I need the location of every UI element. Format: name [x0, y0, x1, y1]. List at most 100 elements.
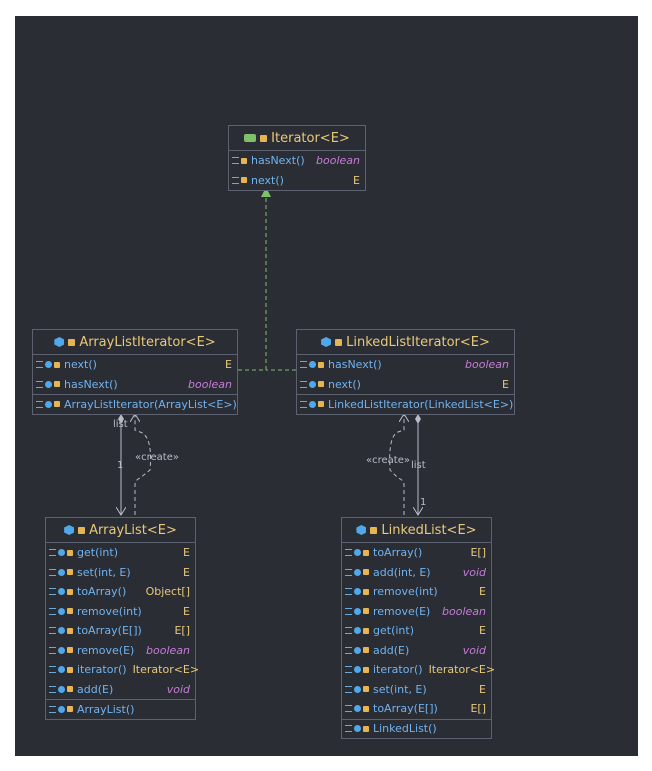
- constructor-row[interactable]: LinkedListIterator(LinkedList<E>): [297, 394, 514, 414]
- public-icon: [67, 588, 73, 595]
- public-icon: [67, 549, 73, 556]
- method-row[interactable]: add(E)void: [46, 680, 195, 700]
- method-row[interactable]: add(int, E)void: [342, 563, 491, 583]
- method-row[interactable]: remove(E)boolean: [342, 602, 491, 622]
- public-icon: [54, 381, 60, 388]
- public-icon: [67, 666, 73, 673]
- public-icon: [67, 686, 73, 693]
- class-icon: [356, 525, 367, 535]
- label-multiplicity-arraylist: 1: [117, 460, 124, 471]
- method-row[interactable]: add(E)void: [342, 641, 491, 661]
- public-icon: [363, 686, 369, 693]
- method-icon: [345, 607, 352, 615]
- method-icon: [49, 588, 56, 596]
- method-icon: [300, 380, 307, 388]
- method-row[interactable]: remove(int)E: [46, 602, 195, 622]
- public-icon: [68, 338, 76, 346]
- class-linkedlist[interactable]: LinkedList<E> toArray()E[] add(int, E)vo…: [341, 517, 495, 739]
- method-icon: [36, 380, 43, 388]
- public-icon: [363, 647, 369, 654]
- public-icon: [363, 725, 369, 732]
- public-icon: [363, 549, 369, 556]
- method-icon: [49, 607, 56, 615]
- label-create-arraylist: «create»: [135, 452, 179, 463]
- method-row[interactable]: next()E: [229, 171, 365, 191]
- public-icon: [67, 647, 73, 654]
- interface-icon: [244, 134, 257, 142]
- class-iterator[interactable]: Iterator<E> hasNext()boolean next()E: [228, 125, 366, 191]
- public-icon: [363, 588, 369, 595]
- class-header: ArrayList<E>: [46, 518, 195, 543]
- public-icon: [54, 401, 60, 408]
- class-icon: [54, 337, 65, 347]
- method-row[interactable]: toArray(E[])E[]: [342, 699, 491, 719]
- realization-arraylistiterator: [238, 187, 271, 371]
- method-icon: [345, 725, 352, 733]
- method-row[interactable]: set(int, E)E: [342, 680, 491, 700]
- public-icon: [67, 627, 73, 634]
- method-row[interactable]: iterator()Iterator<E>: [46, 660, 199, 680]
- public-icon: [363, 608, 369, 615]
- method-row[interactable]: remove(E)boolean: [46, 641, 195, 661]
- method-row[interactable]: get(int)E: [342, 621, 491, 641]
- label-create-linkedlist: «create»: [366, 455, 410, 466]
- method-row[interactable]: remove(int)E: [342, 582, 491, 602]
- public-icon: [67, 608, 73, 615]
- create-dependency-arraylist: [135, 414, 151, 515]
- method-icon: [49, 666, 56, 674]
- method-icon: [49, 627, 56, 635]
- method-row[interactable]: hasNext()boolean: [297, 355, 514, 375]
- class-header: LinkedList<E>: [342, 518, 491, 543]
- constructor-row[interactable]: ArrayListIterator(ArrayList<E>): [33, 394, 237, 414]
- public-icon: [363, 666, 369, 673]
- method-icon: [49, 549, 56, 557]
- class-icon: [64, 525, 75, 535]
- public-icon: [335, 338, 343, 346]
- method-row[interactable]: iterator()Iterator<E>: [342, 660, 495, 680]
- method-row[interactable]: get(int)E: [46, 543, 195, 563]
- class-arraylist[interactable]: ArrayList<E> get(int)E set(int, E)E toAr…: [45, 517, 199, 720]
- create-dependency-linkedlist: [389, 414, 404, 515]
- public-icon: [241, 157, 247, 164]
- method-row[interactable]: next()E: [33, 355, 237, 375]
- class-arraylistiterator[interactable]: ArrayListIterator<E> next()E hasNext()bo…: [32, 329, 238, 415]
- method-row[interactable]: toArray()E[]: [342, 543, 491, 563]
- method-icon: [300, 400, 307, 408]
- method-icon: [36, 361, 43, 369]
- method-row[interactable]: toArray(E[])E[]: [46, 621, 195, 641]
- class-title: ArrayListIterator<E>: [79, 334, 216, 350]
- class-title: Iterator<E>: [271, 130, 350, 146]
- class-linkedlistiterator[interactable]: LinkedListIterator<E> hasNext()boolean n…: [296, 329, 515, 415]
- class-header: Iterator<E>: [229, 126, 365, 151]
- method-icon: [345, 666, 352, 674]
- public-icon: [241, 177, 247, 184]
- method-row[interactable]: hasNext()boolean: [229, 151, 365, 171]
- method-icon: [232, 157, 239, 165]
- method-row[interactable]: hasNext()boolean: [33, 375, 237, 395]
- public-icon: [370, 526, 378, 534]
- constructor-row[interactable]: ArrayList(): [46, 699, 195, 719]
- class-title: LinkedListIterator<E>: [346, 334, 490, 350]
- constructor-row[interactable]: LinkedList(): [342, 718, 491, 739]
- method-icon: [49, 568, 56, 576]
- public-icon: [318, 361, 324, 368]
- method-icon: [49, 685, 56, 693]
- method-icon: [345, 705, 352, 713]
- class-header: ArrayListIterator<E>: [33, 330, 237, 355]
- class-title: ArrayList<E>: [89, 522, 177, 538]
- method-icon: [345, 588, 352, 596]
- public-icon: [318, 381, 324, 388]
- label-multiplicity-linkedlist: 1: [420, 497, 427, 508]
- method-row[interactable]: set(int, E)E: [46, 563, 195, 583]
- public-icon: [54, 361, 60, 368]
- public-icon: [78, 526, 86, 534]
- method-row[interactable]: toArray()Object[]: [46, 582, 195, 602]
- class-icon: [321, 337, 332, 347]
- method-icon: [345, 685, 352, 693]
- method-icon: [345, 646, 352, 654]
- method-icon: [345, 568, 352, 576]
- method-row[interactable]: next()E: [297, 375, 514, 395]
- public-icon: [318, 401, 324, 408]
- method-icon: [49, 646, 56, 654]
